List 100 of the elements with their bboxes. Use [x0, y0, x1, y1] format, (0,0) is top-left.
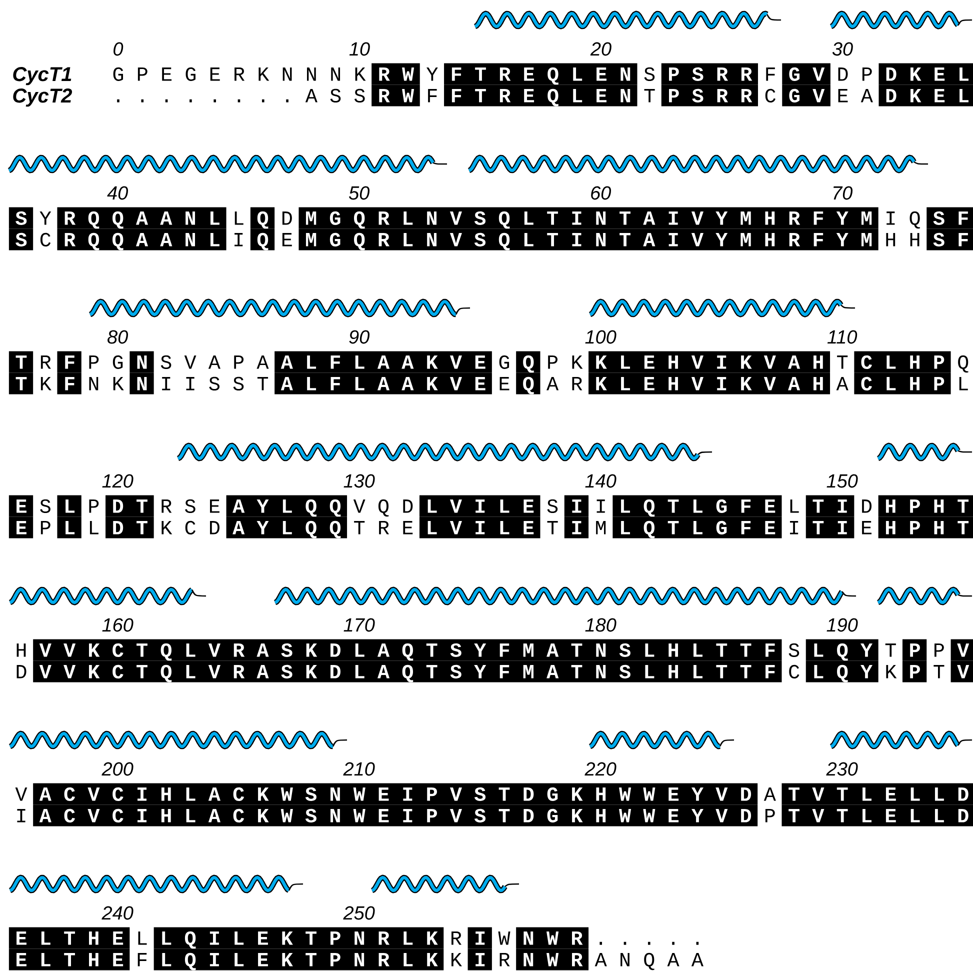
residue-text: K — [40, 377, 52, 390]
highlighted-residues: Q — [516, 351, 540, 373]
highlighted-residues: Q — [250, 207, 275, 229]
residue-text: R — [40, 356, 51, 369]
residue-text: C — [40, 232, 51, 246]
highlighted-residues: T — [8, 372, 34, 394]
highlighted-residues: C L H P — [854, 372, 951, 394]
position-number: 60 — [591, 186, 611, 200]
residue-text: P K — [548, 356, 583, 369]
highlighted-residues: K L E H V I K V A H — [588, 372, 830, 394]
position-number: 210 — [343, 762, 375, 776]
residue-text: C — [789, 664, 800, 678]
highlighted-residues: I — [564, 516, 589, 538]
residue-text: V Q D — [353, 499, 413, 517]
position-number: 230 — [826, 762, 858, 776]
position-number: 240 — [102, 906, 134, 920]
residue-text: P G — [89, 355, 123, 369]
highlighted-residues: I — [468, 948, 492, 970]
highlighted-residues: L — [57, 495, 82, 517]
residue-text: R — [500, 953, 510, 966]
residue-text: P — [934, 644, 944, 657]
position-number: 140 — [585, 474, 616, 488]
position-number: 250 — [343, 906, 375, 920]
highlighted-residues: F T R E Q L E N — [444, 63, 638, 85]
residue-text: R — [452, 932, 462, 945]
highlighted-residues: F — [57, 372, 82, 394]
residue-text: . . . . . . . . A S S — [117, 88, 365, 102]
residue-text: L — [790, 500, 799, 513]
residue-text: T — [837, 356, 848, 369]
position-number: 90 — [349, 330, 370, 344]
highlighted-residues: A L F L A A K V E — [274, 351, 492, 373]
residue-text: P — [40, 521, 50, 534]
highlighted-residues: V V K C T Q L V R A S K D L A Q T S Y F M A T N S L H L T T F — [33, 660, 782, 682]
highlighted-residues: Q — [516, 372, 540, 394]
highlighted-residues: E L T H E — [8, 927, 130, 949]
highlighted-residues: D K E L — [878, 84, 973, 106]
highlighted-residues: R Q Q A A N L — [57, 228, 226, 250]
residue-text: M — [596, 521, 606, 534]
highlighted-residues: Q — [250, 228, 275, 250]
position-number: 120 — [102, 474, 134, 488]
residue-text: Y — [40, 212, 52, 225]
residue-text: K — [452, 953, 462, 966]
highlighted-residues: V — [950, 639, 973, 661]
position-number: 150 — [826, 474, 858, 488]
highlighted-residues: F — [57, 351, 82, 373]
residue-text: T — [644, 89, 655, 102]
residue-text: L — [90, 521, 98, 534]
position-number: 50 — [348, 186, 370, 200]
highlighted-residues: E — [8, 495, 34, 517]
residue-text: S — [788, 643, 800, 657]
highlighted-residues: S — [8, 207, 34, 229]
highlighted-residues: I — [564, 495, 589, 517]
residue-text: S — [40, 499, 50, 513]
residue-text: C — [765, 88, 776, 102]
highlighted-residues: N W R — [516, 948, 589, 970]
position-number: 180 — [585, 618, 616, 632]
residue-text: P — [89, 500, 99, 513]
highlighted-residues: M G Q R L N V S Q L T I N T A I V Y M H R F Y M — [298, 228, 878, 250]
highlighted-residues: T I — [806, 495, 854, 517]
residue-text: T — [934, 665, 944, 678]
highlighted-residues: A Y L Q Q — [226, 516, 348, 538]
residue-text: H H — [886, 233, 920, 246]
residue-text: G P E G E R K N N N K — [113, 67, 366, 81]
highlighted-residues: V — [950, 660, 973, 682]
residue-text: I — [17, 809, 26, 822]
highlighted-residues: T — [8, 351, 34, 373]
highlighted-residues: M G Q R L N V S Q L T I N T A I V Y M H R F Y M — [298, 207, 878, 229]
residue-text: L — [959, 377, 968, 390]
position-number: 40 — [107, 186, 128, 200]
position-number: 70 — [834, 186, 853, 200]
highlighted-residues: L Q Y — [806, 639, 878, 661]
highlighted-residues: P — [902, 639, 927, 661]
highlighted-residues: G V — [782, 84, 830, 106]
residue-text: K — [886, 665, 897, 678]
position-number: 110 — [827, 330, 858, 344]
residue-text: A N Q A A — [594, 952, 704, 970]
position-number: 220 — [584, 762, 616, 776]
residue-text: F — [766, 68, 775, 81]
residue-text: S — [547, 499, 558, 513]
residue-text: A — [764, 788, 776, 801]
residue-text: L — [234, 212, 244, 225]
highlighted-residues: I — [468, 927, 492, 949]
position-number: 30 — [832, 42, 853, 56]
position-number: 160 — [102, 618, 134, 632]
highlighted-residues: L V I L E — [419, 516, 540, 538]
highlighted-residues: D K E L — [878, 63, 973, 85]
residue-text: K C D — [162, 520, 220, 534]
highlighted-residues: T I — [806, 516, 854, 538]
residue-text: I I S S T — [162, 376, 268, 390]
highlighted-residues: L — [57, 516, 82, 538]
highlighted-residues: L Q T L G F E — [612, 516, 782, 538]
residue-text: T — [885, 644, 896, 657]
highlighted-residues: E L T H E — [8, 948, 130, 970]
highlighted-residues: L Q I L E K T P N R L K — [154, 948, 444, 970]
residue-text: L — [138, 932, 147, 945]
highlighted-residues: H P H T — [878, 495, 973, 517]
residue-text: E A — [838, 89, 873, 102]
highlighted-residues: P S R R — [661, 84, 758, 106]
highlighted-residues: L Q I L E K T P N R L K — [154, 927, 444, 949]
residue-text: E — [500, 377, 510, 390]
